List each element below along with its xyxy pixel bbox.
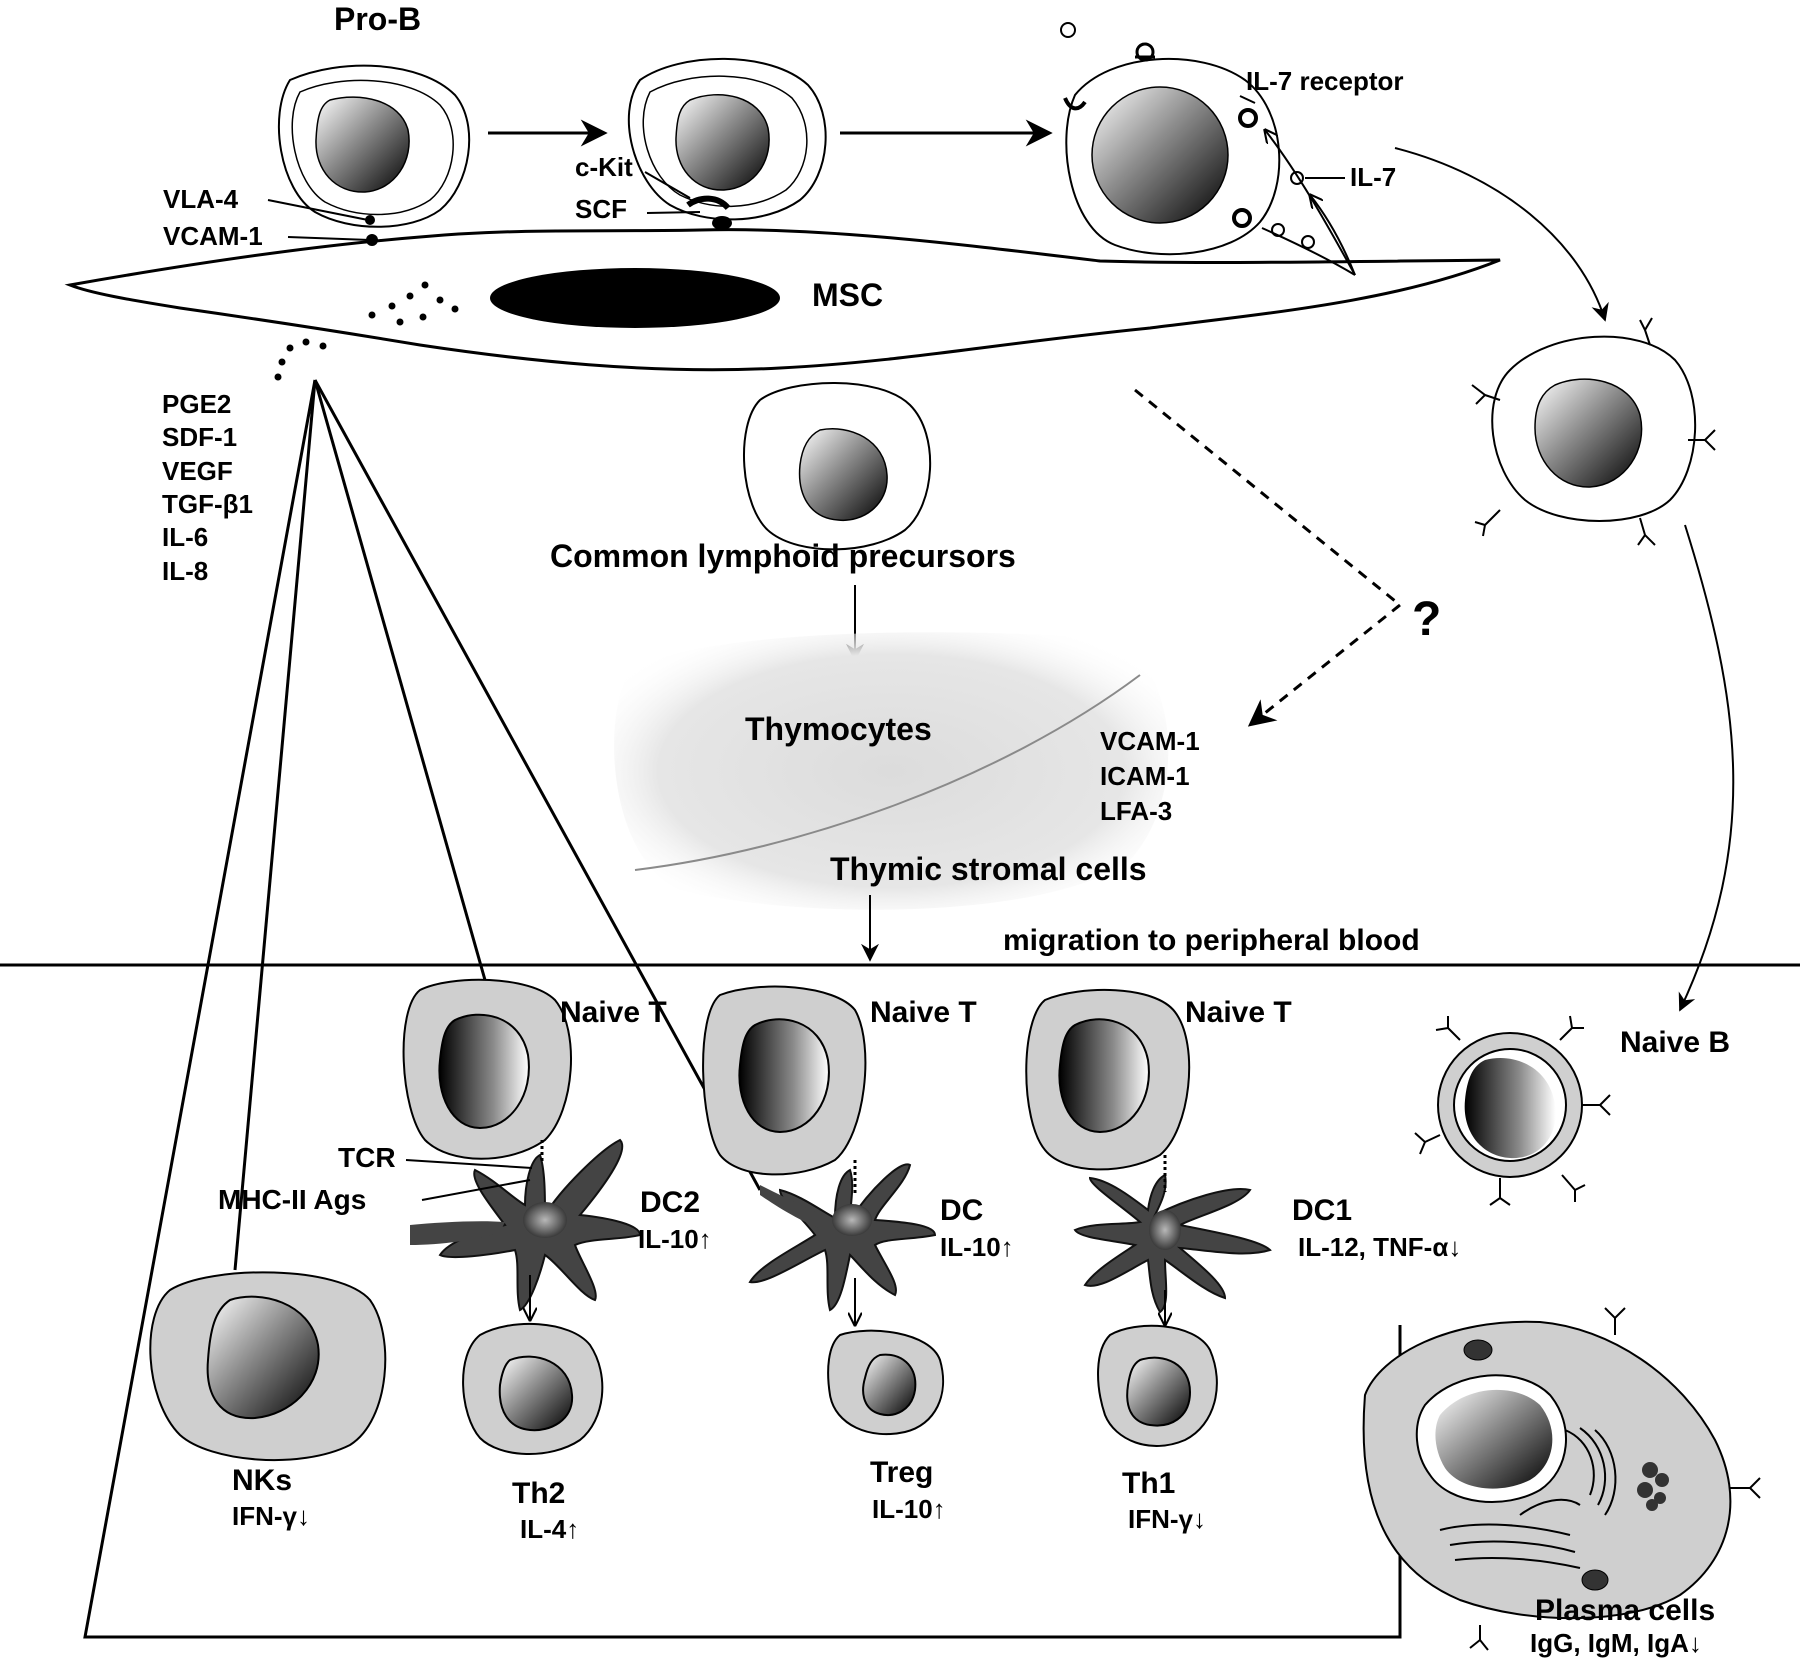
- thymocytes-label: Thymocytes: [745, 711, 932, 747]
- th2-cytokine: IL-4↑: [520, 1514, 579, 1544]
- migration-label: migration to peripheral blood: [1003, 924, 1420, 957]
- naive-b-label: Naive B: [1620, 1026, 1730, 1059]
- factor-pge2: PGE2: [162, 389, 231, 419]
- plasma-antibodies: [1469, 1307, 1761, 1651]
- nk-label: NKs: [232, 1464, 292, 1497]
- treg-cell: Treg IL-10↑: [827, 1329, 946, 1524]
- naive-b-antibodies: [1414, 1015, 1611, 1206]
- ckit-bound-cell: [627, 57, 827, 230]
- thymic-stromal-label: Thymic stromal cells: [830, 851, 1147, 887]
- th1-cell: Th1 IFN-γ↓: [1097, 1324, 1218, 1534]
- vcam1-label: VCAM-1: [163, 221, 263, 251]
- pre-b-cell: [1471, 317, 1716, 546]
- factor-il6: IL-6: [162, 522, 208, 552]
- il7-receptor-cell: IL-7 receptor IL-7: [1060, 22, 1404, 276]
- naive-b-cell: Naive B: [1414, 1015, 1730, 1206]
- th1-label: Th1: [1122, 1467, 1175, 1500]
- plasma-cytokine: IgG, IgM, IgA↓: [1530, 1628, 1702, 1658]
- dc2-cytokine: IL-10↑: [638, 1224, 712, 1254]
- mitochondrion-1: [1463, 1339, 1493, 1361]
- secreted-factors: PGE2 SDF-1 VEGF TGF-β1 IL-6 IL-8: [162, 389, 253, 586]
- naive-t-1-label: Naive T: [560, 996, 667, 1029]
- dc-cell: DC IL-10↑: [748, 1163, 1014, 1312]
- th1-cytokine: IFN-γ↓: [1128, 1504, 1206, 1534]
- secreted-factor-dots: [274, 281, 459, 381]
- thymus-molecule-icam1: ICAM-1: [1100, 761, 1190, 791]
- nk-cell: NKs IFN-γ↓: [149, 1271, 387, 1531]
- dc1-label: DC1: [1292, 1194, 1352, 1227]
- msc-cell: MSC: [64, 228, 1501, 381]
- dc2-nucleus: [523, 1202, 567, 1238]
- naive-t-2-label: Naive T: [870, 996, 977, 1029]
- dc-nucleus: [832, 1204, 872, 1236]
- nk-cytokine: IFN-γ↓: [232, 1501, 310, 1531]
- surface-antibodies: [1471, 317, 1716, 546]
- clp-cell: Common lymphoid precursors: [550, 382, 1016, 574]
- il7-receptor-label: IL-7 receptor: [1246, 66, 1404, 96]
- th2-cell: Th2 IL-4↑: [462, 1322, 604, 1544]
- dc1-nucleus: [1149, 1210, 1181, 1250]
- arrow-to-pre-b: [1394, 147, 1609, 322]
- vla4-label: VLA-4: [163, 184, 239, 214]
- ckit-label: c-Kit: [575, 152, 633, 182]
- thymus-molecule-lfa3: LFA-3: [1100, 796, 1172, 826]
- treg-label: Treg: [870, 1456, 933, 1489]
- tcr-label: TCR: [338, 1142, 396, 1173]
- question-mark: ?: [1412, 593, 1441, 646]
- dc1-cell: DC1 IL-12, TNF-α↓: [1073, 1173, 1461, 1314]
- dc2-cell: DC2 IL-10↑: [410, 1138, 712, 1312]
- dashed-msc-to-question: [1134, 388, 1401, 607]
- msc-nucleus: [490, 268, 780, 328]
- plasma-label: Plasma cells: [1535, 1594, 1715, 1627]
- dc2-label: DC2: [640, 1186, 700, 1219]
- scf-label: SCF: [575, 194, 627, 224]
- clp-label: Common lymphoid precursors: [550, 538, 1016, 574]
- pro-b-cell: Pro-B: [278, 1, 471, 228]
- treg-cytokine: IL-10↑: [872, 1494, 946, 1524]
- thymus-molecule-vcam1: VCAM-1: [1100, 726, 1200, 756]
- il7-label: IL-7: [1350, 162, 1396, 192]
- plasma-cell: Plasma cells IgG, IgM, IgA↓: [1362, 1307, 1761, 1658]
- adhesion-labels: VLA-4 VCAM-1 c-Kit SCF: [163, 152, 701, 251]
- factor-vegf: VEGF: [162, 456, 233, 486]
- naive-t-cell-1: Naive T: [402, 978, 667, 1160]
- dc-cytokine: IL-10↑: [940, 1232, 1014, 1262]
- arrow-to-naive-b: [1678, 524, 1735, 1012]
- pro-b-label: Pro-B: [334, 1, 421, 37]
- dc-label: DC: [940, 1194, 983, 1227]
- naive-t-cell-3: Naive T: [1025, 988, 1292, 1171]
- mitochondrion-2: [1581, 1569, 1609, 1591]
- golgi-er: [1439, 1427, 1617, 1569]
- factor-tgfb1: TGF-β1: [162, 489, 253, 519]
- ckit-scf-complex: [686, 195, 731, 211]
- naive-t-cell-2: Naive T: [702, 985, 977, 1176]
- il7-receptor-complexes: [1232, 108, 1258, 228]
- dashed-question-to-thymus: [1247, 603, 1401, 727]
- thymus-region: Thymocytes Thymic stromal cells: [614, 632, 1169, 910]
- msc-label: MSC: [812, 277, 883, 313]
- th2-label: Th2: [512, 1477, 565, 1510]
- naive-t-3-label: Naive T: [1185, 996, 1292, 1029]
- thymus-cortex-boundary: [634, 674, 1141, 871]
- dc1-cytokine: IL-12, TNF-α↓: [1298, 1232, 1461, 1262]
- chromatin-cluster: [1637, 1462, 1669, 1511]
- il7-molecules: [1271, 171, 1315, 249]
- factor-il8: IL-8: [162, 556, 208, 586]
- mhc-label: MHC-II Ags: [218, 1184, 366, 1215]
- factor-sdf1: SDF-1: [162, 422, 237, 452]
